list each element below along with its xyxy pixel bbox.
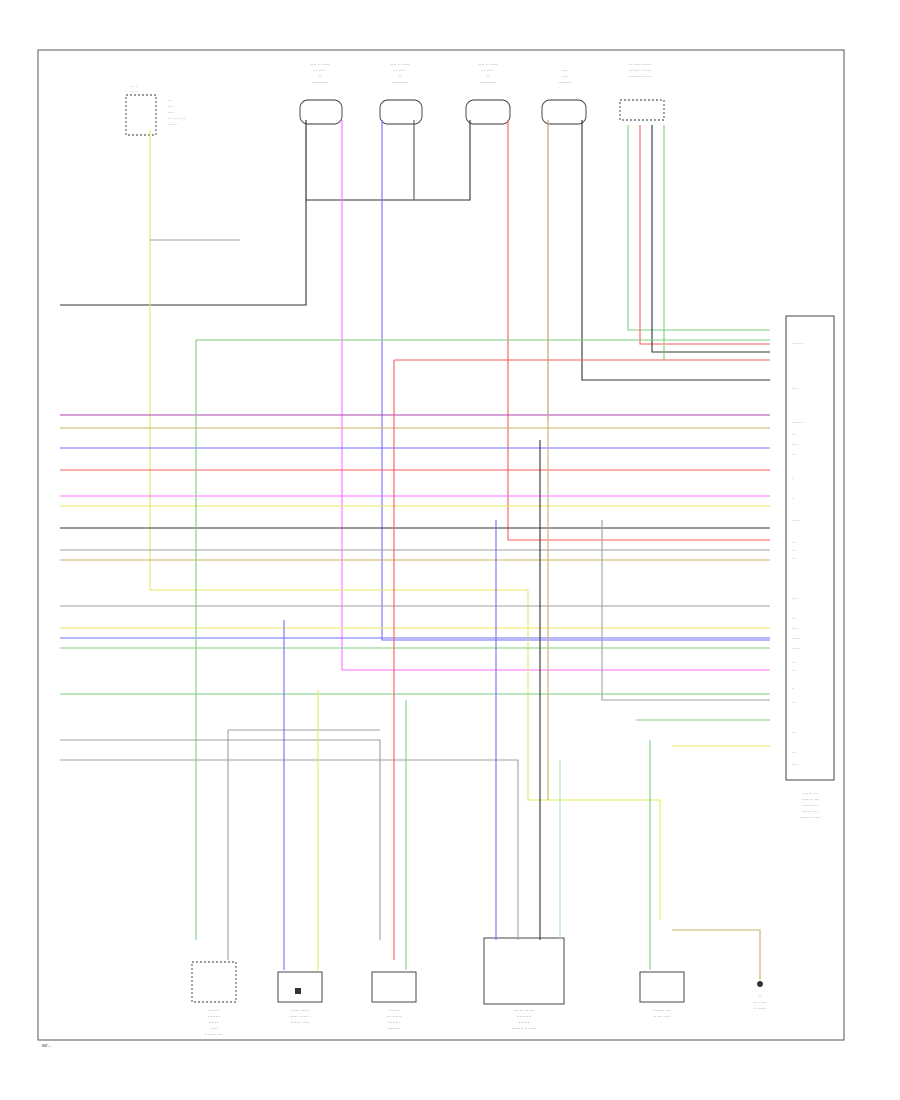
svg-text:······ ···: ······ ···: [803, 791, 818, 796]
svg-text:········ ··: ········ ··: [802, 803, 818, 808]
svg-text:·····: ·····: [792, 387, 798, 391]
svg-text:··· ···· ··· ···: ··· ···· ··· ···: [168, 117, 186, 121]
fuse-block: ··· ··· ··· ··· ··· ····· ····· ··· ····…: [125, 85, 186, 136]
svg-text:····: ····: [792, 541, 797, 545]
svg-text:·····: ·····: [792, 597, 798, 601]
svg-text:·····: ·····: [792, 763, 798, 767]
svg-text:··· ······: ··· ······: [387, 1014, 402, 1019]
svg-text:·····: ·····: [792, 627, 798, 631]
svg-text:····: ····: [792, 617, 797, 621]
sensor-top-4: ···· ···· ·········: [541, 68, 587, 125]
svg-text:··: ··: [792, 477, 794, 481]
svg-text:···· ·· ·····: ···· ·· ·····: [311, 62, 330, 67]
svg-text:··: ··: [792, 497, 794, 501]
svg-text:···: ···: [318, 74, 323, 79]
svg-text:····: ····: [792, 433, 797, 437]
svg-text:····· ······: ····· ······: [291, 1008, 309, 1013]
svg-text:····: ····: [792, 549, 797, 553]
svg-text:·······: ·······: [389, 1008, 400, 1013]
svg-text:····: ····: [562, 74, 568, 79]
svg-text:·····: ·····: [210, 1026, 218, 1031]
svg-text:·· ·····: ·· ·····: [754, 1006, 766, 1011]
svg-text:·······: ·······: [209, 1020, 220, 1025]
sensor-bottom-2: ····· ······ ······ ······ · ······· ···…: [277, 971, 323, 1025]
svg-text:··· ···: ··· ···: [130, 90, 138, 94]
svg-text:·······: ·······: [209, 1008, 220, 1013]
svg-text:····: ····: [792, 557, 797, 561]
svg-text:······· ···: ······· ···: [802, 809, 818, 814]
svg-text:··· ···: ··· ···: [130, 85, 138, 89]
svg-text:·· ·····: ·· ·····: [394, 68, 406, 73]
page-ref: W/...: [42, 1043, 51, 1048]
svg-text:····: ····: [792, 669, 797, 673]
ground-point: ·· ··· ····· ·· ·····: [753, 981, 767, 1011]
svg-text:····: ····: [792, 731, 797, 735]
wires: [60, 120, 770, 980]
svg-text:····: ····: [562, 68, 568, 73]
svg-text:·········: ·········: [558, 80, 572, 85]
svg-text:·······: ·······: [792, 637, 800, 641]
svg-text:·· ··· ·····: ·· ··· ·····: [653, 1014, 671, 1019]
svg-text:······ ·······: ······ ·······: [514, 1008, 535, 1013]
svg-text:·· ····· ····: ·· ····· ····: [205, 1032, 224, 1037]
svg-text:·····: ·····: [792, 443, 798, 447]
diagram-frame: [37, 49, 845, 1041]
svg-text:···· ·· ·····: ···· ·· ·····: [479, 62, 498, 67]
svg-text:···········: ···········: [312, 80, 328, 85]
svg-text:···: ···: [168, 99, 172, 103]
svg-text:········: ········: [208, 1014, 220, 1019]
svg-text:··: ··: [792, 687, 794, 691]
svg-text:·········: ·········: [517, 1020, 531, 1025]
svg-text:········ ···: ········ ···: [801, 797, 819, 802]
svg-text:·····: ·····: [168, 111, 174, 115]
svg-text:········: ········: [388, 1020, 400, 1025]
svg-text:··········: ··········: [517, 1014, 532, 1019]
svg-text:····: ····: [792, 751, 797, 755]
sensor-bottom-1: ······· ········ ······· ····· ·· ····· …: [191, 961, 237, 1037]
svg-text:····: ····: [792, 453, 797, 457]
svg-text:··········: ··········: [792, 421, 804, 425]
ecu-connector: ·········· ····· ·········· ···· ····· ·…: [785, 315, 835, 820]
svg-text:·· ·····: ·· ·····: [482, 68, 494, 73]
sensor-bottom-4: ······ ······· ·········· ········· ····…: [483, 937, 565, 1031]
svg-text:····: ····: [792, 701, 797, 705]
svg-text:········: ········: [388, 1026, 400, 1031]
svg-text:··········: ··········: [792, 342, 804, 346]
sensor-top-2: ···· ·· ····· ·· ····· ··· ···········: [379, 62, 423, 125]
svg-text:··· ·····: ··· ·····: [753, 1000, 766, 1005]
sensor-top-3: ···· ·· ····· ·· ····· ··· ···········: [465, 62, 511, 125]
sensor-top-5: ·· ····· ······ ········ ······· ·······…: [619, 62, 665, 121]
svg-text:·· ·····: ·· ·····: [314, 68, 326, 73]
svg-text:········ ·····: ········ ·····: [800, 815, 821, 820]
svg-text:···: ···: [398, 74, 403, 79]
svg-text:······· ·····: ······· ·····: [290, 1020, 309, 1025]
sensor-top-1: ···· ·· ····· ·· ····· ··· ···········: [299, 62, 343, 125]
svg-text:·····: ·····: [168, 105, 174, 109]
svg-text:··: ··: [759, 994, 762, 999]
sensor-bottom-3: ······· ··· ······ ········ ········: [371, 971, 417, 1031]
svg-text:·······: ·······: [792, 647, 800, 651]
svg-text:······ ······ ·: ······ ······ ·: [289, 1014, 311, 1019]
svg-text:···········: ···········: [480, 80, 496, 85]
svg-text:···········: ···········: [392, 80, 408, 85]
svg-text:···: ···: [486, 74, 491, 79]
svg-text:········ ·······: ········ ·······: [628, 68, 652, 73]
sensor-bottom-5: ········ ···· ·· ··· ·····: [639, 971, 685, 1019]
svg-text:····: ····: [792, 661, 797, 665]
svg-text:········ ······: ········ ······: [629, 74, 651, 79]
svg-text:······: ······: [792, 519, 799, 523]
svg-text:·· ····· ······: ·· ····· ······: [629, 62, 651, 67]
svg-text:········: ········: [168, 123, 177, 127]
svg-text:···· ·· ·····: ···· ·· ·····: [391, 62, 410, 67]
svg-text:········ ·· ·····: ········ ·· ·····: [512, 1026, 537, 1031]
svg-text:········ ····: ········ ····: [652, 1008, 671, 1013]
